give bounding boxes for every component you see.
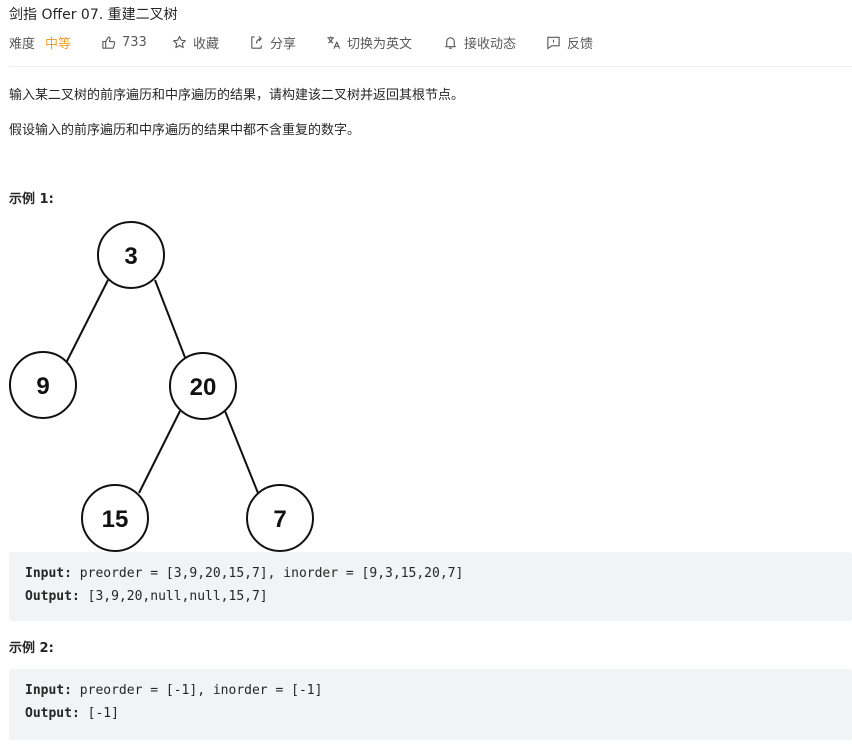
switch-language-button[interactable]: 切换为英文 — [326, 33, 413, 52]
tree-node-9: 9 — [9, 351, 77, 419]
example-2-title: 示例 2: — [9, 641, 54, 656]
output-label: Output: — [25, 706, 80, 721]
example-1-input-line: Input: preorder = [3,9,20,15,7], inorder… — [25, 566, 463, 581]
example-2-output-line: Output: [-1] — [25, 706, 119, 721]
tree-node-15: 15 — [81, 484, 149, 552]
tree-node-20: 20 — [169, 352, 237, 420]
share-label: 分享 — [270, 36, 297, 52]
switch-language-label: 切换为英文 — [347, 36, 413, 52]
example-2-input-value: preorder = [-1], inorder = [-1] — [71, 683, 323, 698]
tree-edge — [138, 410, 181, 494]
svg-text:7: 7 — [273, 506, 286, 533]
tree-edge — [64, 279, 109, 366]
description-line-2: 假设输入的前序遍历和中序遍历的结果中都不含重复的数字。 — [9, 123, 361, 138]
subscribe-button[interactable]: 接收动态 — [443, 33, 517, 52]
star-icon — [173, 35, 186, 48]
output-label: Output: — [25, 589, 80, 604]
problem-title: 剑指 Offer 07. 重建二叉树 — [9, 7, 178, 23]
like-button[interactable]: 733 — [101, 33, 147, 51]
translate-icon — [327, 35, 341, 49]
difficulty-label: 难度 — [9, 36, 36, 52]
example-1-code-block: Input: preorder = [3,9,20,15,7], inorder… — [9, 552, 852, 621]
feedback-icon — [547, 36, 560, 49]
svg-text:9: 9 — [36, 373, 49, 400]
example-1-title: 示例 1: — [9, 192, 54, 207]
tree-node-7: 7 — [246, 484, 314, 552]
feedback-label: 反馈 — [567, 36, 594, 52]
share-button[interactable]: 分享 — [249, 33, 297, 52]
tree-node-3: 3 — [97, 221, 165, 289]
feedback-button[interactable]: 反馈 — [546, 33, 594, 52]
svg-text:20: 20 — [190, 374, 217, 401]
favorite-label: 收藏 — [193, 36, 220, 52]
binary-tree-diagram: 3 9 20 15 7 — [9, 221, 314, 552]
example-2-input-line: Input: preorder = [-1], inorder = [-1] — [25, 683, 322, 698]
favorite-button[interactable]: 收藏 — [172, 33, 220, 52]
example-2-code-block: Input: preorder = [-1], inorder = [-1] O… — [9, 669, 852, 740]
subscribe-label: 接收动态 — [464, 36, 517, 52]
bell-icon — [445, 36, 456, 49]
example-1-input-value: preorder = [3,9,20,15,7], inorder = [9,3… — [71, 566, 464, 581]
description-line-1: 输入某二叉树的前序遍历和中序遍历的结果，请构建该二叉树并返回其根节点。 — [9, 88, 465, 103]
input-label: Input: — [25, 683, 72, 698]
thumbs-up-icon — [102, 35, 116, 49]
example-1-output-line: Output: [3,9,20,null,null,15,7] — [25, 589, 268, 604]
header-divider — [9, 66, 852, 67]
tree-edge — [224, 410, 259, 494]
difficulty: 难度 中等 — [9, 33, 72, 52]
svg-text:3: 3 — [124, 243, 137, 270]
share-icon — [251, 35, 262, 49]
svg-text:15: 15 — [102, 506, 129, 533]
input-label: Input: — [25, 566, 72, 581]
example-2-output-value: [-1] — [79, 706, 119, 721]
example-1-output-value: [3,9,20,null,null,15,7] — [79, 589, 268, 604]
difficulty-badge: 中等 — [45, 36, 72, 52]
tree-edge — [154, 279, 187, 361]
like-count: 733 — [122, 34, 147, 50]
